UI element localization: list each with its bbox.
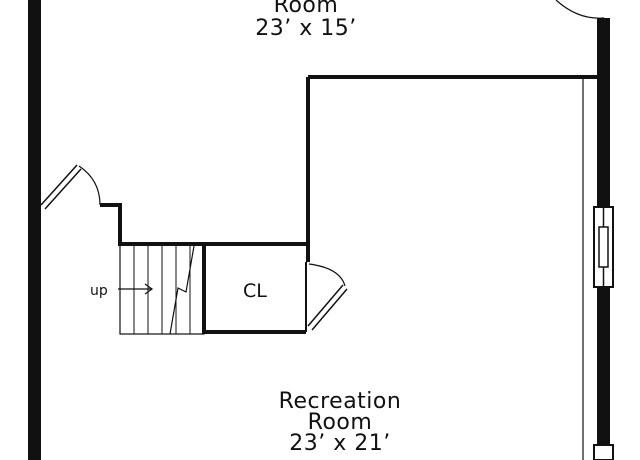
stair-up-arrow <box>118 283 154 295</box>
window-bottom-right <box>593 444 614 460</box>
door-left <box>40 164 101 210</box>
closet-door <box>307 263 348 331</box>
exterior-wall-left <box>28 0 41 460</box>
exterior-wall-right-upper <box>597 18 610 208</box>
top-room-name: Room <box>274 0 339 18</box>
stair-enclosure-wall <box>100 203 308 246</box>
rec-room-dims: 23’ x 21’ <box>289 431 390 456</box>
stairs-up-label: up <box>90 283 108 299</box>
closet-label: CL <box>243 280 267 302</box>
rec-room-name-line1: Recreation <box>279 389 402 414</box>
exterior-wall-right-lower <box>597 286 610 446</box>
window-right <box>593 206 614 288</box>
top-room-dims: 23’ x 15’ <box>255 16 356 41</box>
door-swing-top <box>555 0 605 19</box>
closet <box>202 244 307 334</box>
rec-room-name-line2: Room <box>308 410 373 435</box>
